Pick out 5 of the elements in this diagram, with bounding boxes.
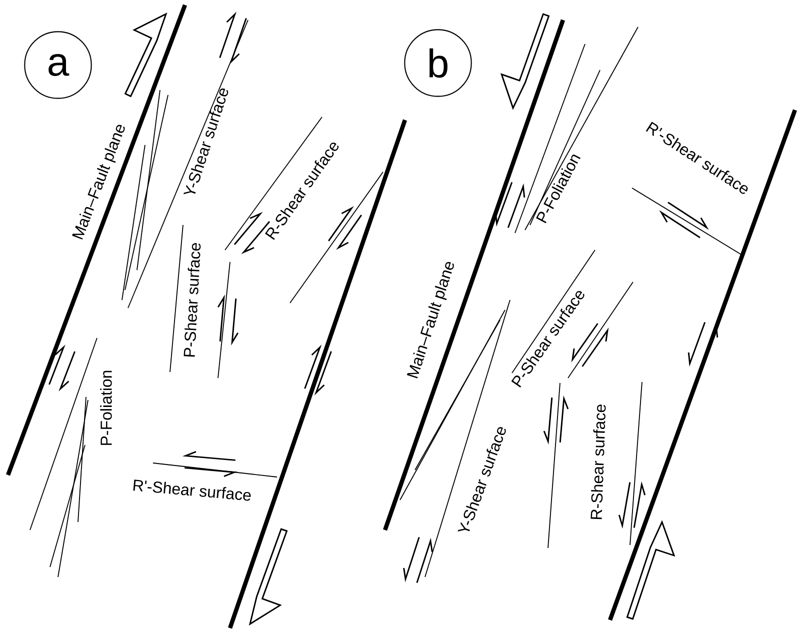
rotated-label: P-Foliation: [100, 370, 112, 445]
rotated-label: R'-Shear surface: [133, 480, 251, 501]
rotated-label: R-Shear surface: [590, 404, 606, 520]
rotated-label: Y-Shear surface: [183, 88, 228, 194]
rotated-label: P-Shear surface: [184, 243, 201, 357]
